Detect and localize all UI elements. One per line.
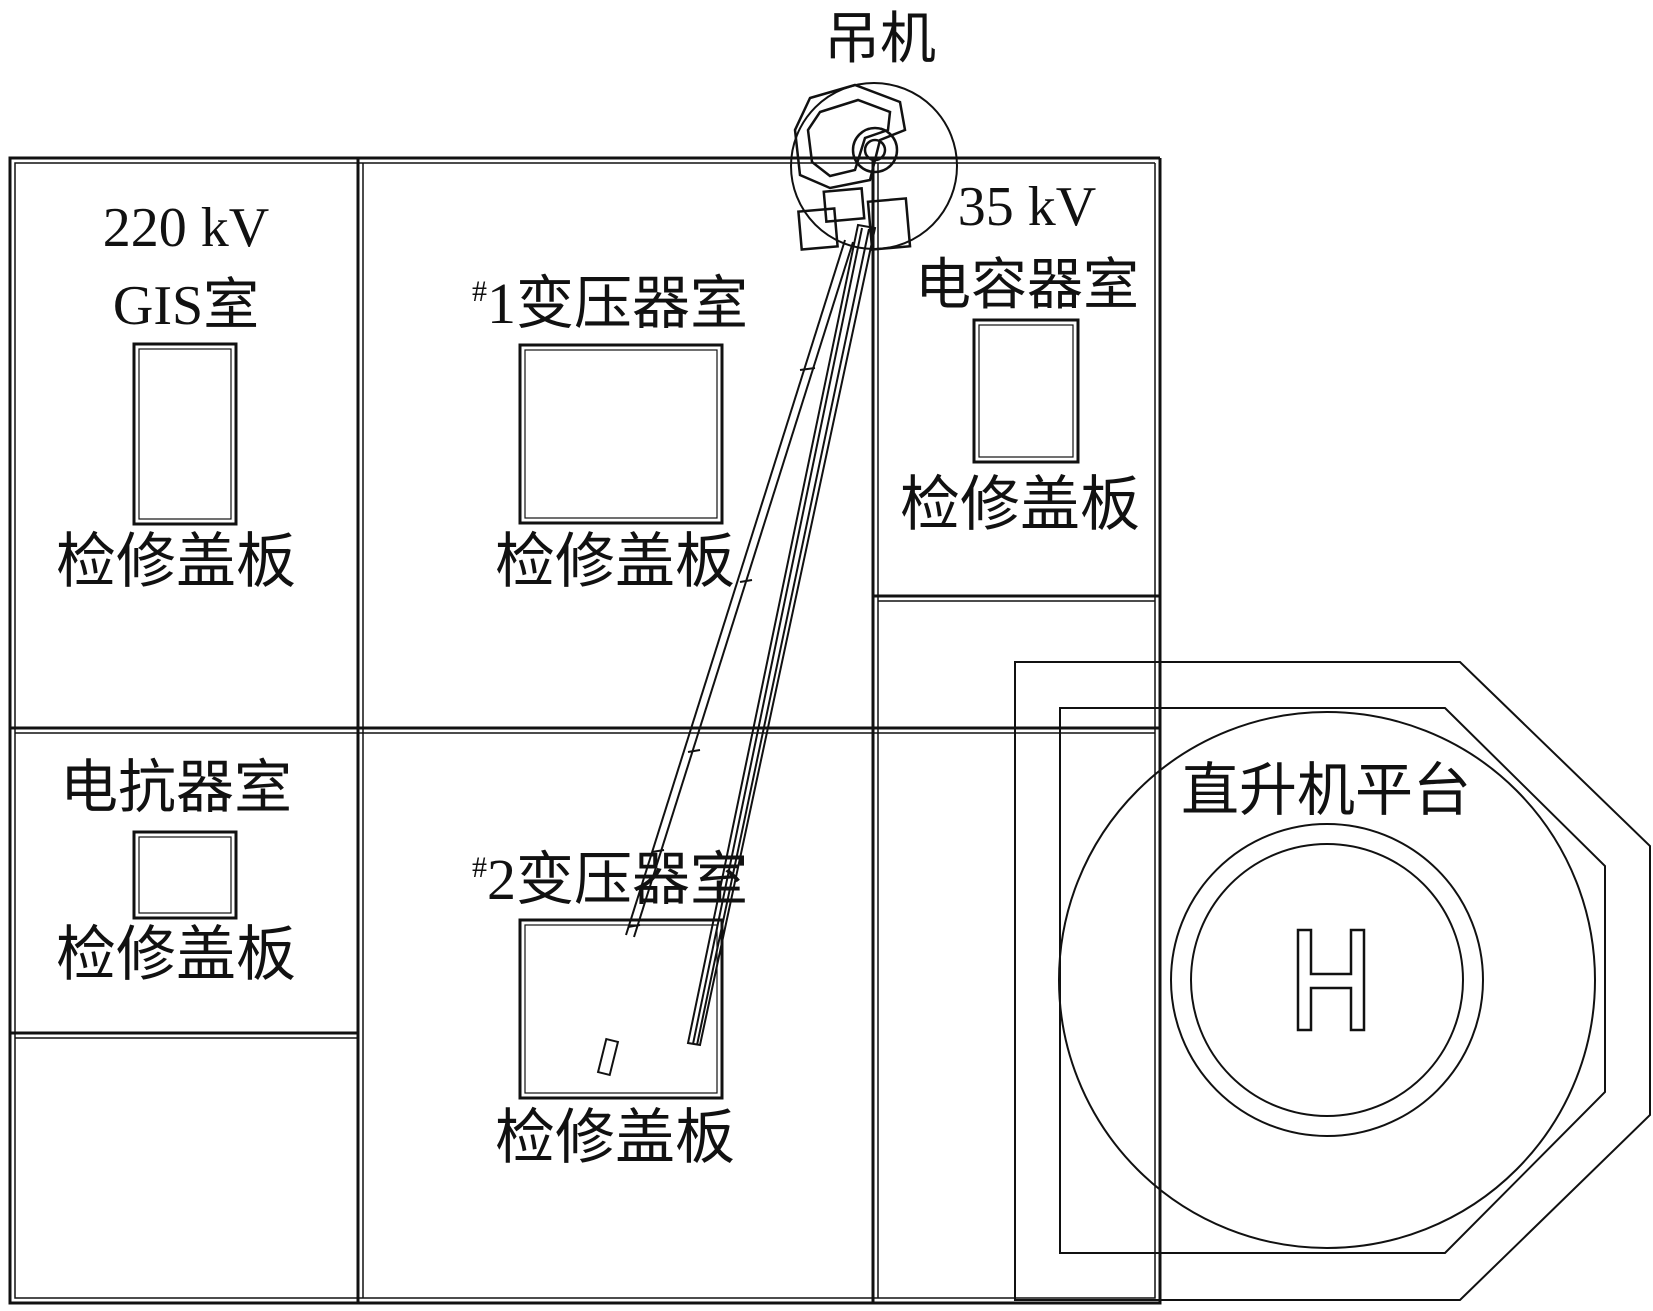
- crane-cab: [793, 83, 907, 190]
- reactor-cover-label: 检修盖板: [56, 922, 296, 988]
- crane-hook: [596, 1037, 620, 1077]
- helipad-inner-octagon: [1059, 707, 1606, 1254]
- helipad-large-circle: [1058, 711, 1596, 1249]
- transformer2-cover-rect: [518, 918, 724, 1100]
- helipad-outer-octagon: [1014, 661, 1651, 1301]
- helipad-label: 直升机平台: [1181, 758, 1471, 823]
- gis-cover-rect: [132, 342, 238, 526]
- transformer1-room-name: #1变压器室: [472, 271, 748, 336]
- capacitor-room-name: 电容器室: [915, 255, 1139, 317]
- transformer1-cover-label: 检修盖板: [495, 529, 735, 595]
- transformer2-name: 2变压器室: [487, 847, 748, 912]
- transformer2-room-name: #2变压器室: [472, 847, 748, 912]
- transformer1-mark: #: [472, 275, 487, 308]
- helipad-small-circle: [1190, 843, 1464, 1117]
- building-outline-inner: [14, 162, 1156, 1299]
- crane-boom: [686, 223, 877, 1047]
- building-outline: [8, 156, 1162, 1305]
- transformer1-cover-rect: [518, 343, 724, 525]
- crane-label: 吊机: [824, 9, 936, 71]
- helipad-middle-circle: [1170, 823, 1484, 1137]
- reactor-cover-rect: [132, 830, 238, 920]
- gis-cover-label: 检修盖板: [56, 529, 296, 595]
- gis-room-voltage: 220 kV: [103, 197, 269, 259]
- gis-room-name: GIS室: [113, 275, 259, 337]
- capacitor-cover-label: 检修盖板: [900, 472, 1140, 538]
- transformer2-mark: #: [472, 851, 487, 884]
- transformer1-name: 1变压器室: [487, 271, 748, 336]
- capacitor-room-voltage: 35 kV: [958, 176, 1096, 238]
- helipad: [1014, 661, 1651, 1301]
- transformer2-cover-label: 检修盖板: [495, 1105, 735, 1171]
- capacitor-cover-rect: [972, 318, 1080, 464]
- reactor-room-name: 电抗器室: [60, 755, 292, 820]
- helipad-h-icon: [1296, 928, 1366, 1032]
- crane: [596, 82, 958, 1077]
